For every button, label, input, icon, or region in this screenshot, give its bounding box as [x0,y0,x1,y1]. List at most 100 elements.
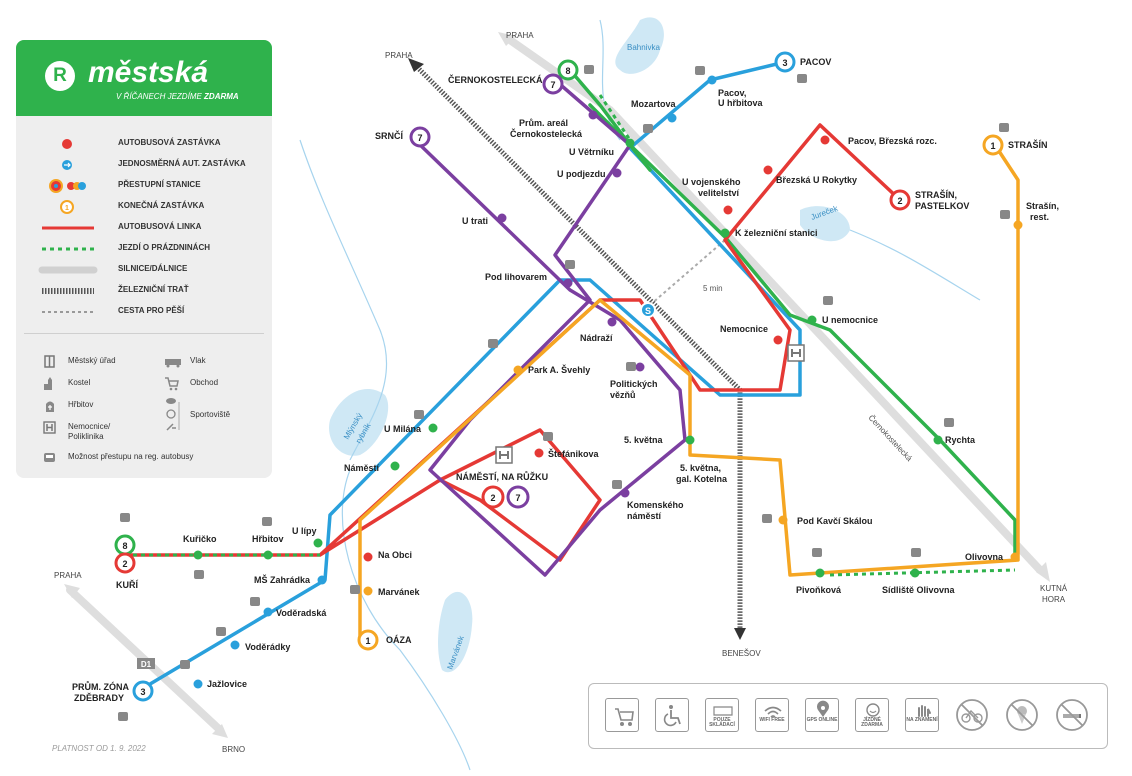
no-smoking-icon [1055,698,1089,732]
mlynsky-water [329,389,389,456]
legend-bus-line: AUTOBUSOVÁ LINKA [42,222,202,231]
terminal-8-cernokostelecka[interactable]: 8 [557,59,579,81]
terminal-2-strasin-pastelkov[interactable]: 2 [889,189,911,211]
no-ice-cream-icon [1005,698,1039,732]
namesti-na-ruzku-label: NÁMĚSTÍ, NA RŮŽKU [456,471,548,482]
no-bicycle-icon [955,698,989,732]
strasin-pastelkov-label-2: PASTELKOV [915,201,969,211]
kuri-label: KUŘÍ [116,579,138,590]
stop-sidliste-olivovna: Sídliště Olivovna [882,585,956,595]
stop-prum-areal-2: Černokostelecká [510,128,583,139]
stop-pod-lihovarem: Pod lihovarem [485,272,547,282]
bus-icon [44,453,55,462]
stop-u-milana: U Milána [384,424,422,434]
terminal-3-zdebrady[interactable]: 3 [132,680,154,702]
stop-u-vojenskeho-1: U vojenského [682,177,741,187]
line-8 [568,68,1017,562]
cernokostelecka-road-label: Černokostelecká [867,413,915,463]
legend-footpath: CESTA PRO PĚŠÍ [42,306,185,315]
stop-pacov-u-hrbitova-2: U hřbitova [718,98,763,108]
terminal-1-strasin[interactable]: 1 [982,134,1004,156]
terminal-1-oaza[interactable]: 1 [357,629,379,651]
water-bodies [329,17,850,673]
train-icon [165,359,181,368]
stop-olivovna: Olivovna [965,552,1004,562]
stop-pod-kavci-skalou: Pod Kavčí Skálou [797,516,873,526]
pedestrian-path [649,239,726,306]
svg-text:1: 1 [990,141,995,151]
stop-u-vojenskeho-2: velitelství [698,188,740,198]
marvanek-water [438,591,473,673]
terminal-2-namesti-na-ruzku[interactable]: 2 [481,485,505,509]
kutna-hora-label-1: KUTNÁ [1040,584,1068,593]
stop-u-podjezdu: U podjezdu [557,169,606,179]
stop-5-kvetna: 5. května [624,435,664,445]
line-7 [413,78,687,577]
stop-u-trati: U trati [462,216,488,226]
benesov-rail-arrow-icon [734,628,746,640]
terminal-7-cernokostelecka[interactable]: 7 [542,73,564,95]
svg-text:2: 2 [122,559,127,569]
bus-lines [123,60,1020,692]
legend-railway: ŽELEZNIČNÍ TRAŤ [42,285,189,294]
town-hall-icon [44,355,55,368]
bahnivka-water [615,17,664,74]
streams [299,19,981,771]
svg-text:2: 2 [490,493,495,503]
amenities-bar: POUZE SKLÁDACÍ WIFI FREE GPS ONLINE JÍZD… [588,683,1108,749]
logo-icon: R [45,61,75,91]
stop-pivonkova: Pivoňková [796,585,842,595]
svg-text:7: 7 [417,133,422,143]
jurecek-water [800,206,850,242]
stop-hrbitov: Hřbitov [252,534,284,544]
cernokostelecka-label: ČERNOKOSTELECKÁ [448,74,543,85]
stop-u-nemocnice: U nemocnice [822,315,878,325]
poliklinika-icon [495,446,513,464]
free-ride-icon: JÍZDNÉ ZDARMA [855,698,889,732]
brno-label: BRNO [222,745,245,754]
stop-strasin-rest-1: Strašín, [1026,201,1059,211]
stop-namesti: Náměstí [344,463,380,473]
line-1 [358,143,1020,642]
zdebrady-label-2: ZDĚBRADY [74,692,124,703]
legend-terminal-stop: 1 KONEČNÁ ZASTÁVKA [16,199,272,217]
terminal-8-kuri[interactable]: 8 [114,534,136,556]
terminal-7-namesti-na-ruzku[interactable]: 7 [506,485,530,509]
brand-tagline: V ŘÍČANECH JEZDÍME ZDARMA [116,92,239,101]
wifi-icon: WIFI FREE [755,698,789,732]
praha-top-label: PRAHA [506,31,534,40]
church-icon [44,377,52,390]
svg-text:1: 1 [365,636,370,646]
stop-komenskeho-2: náměstí [627,511,662,521]
svg-text:7: 7 [550,80,555,90]
railway [408,58,746,640]
stop-nemocnice: Nemocnice [720,324,768,334]
terminal-7-srnci[interactable]: 7 [409,126,431,148]
d1-label: D1 [141,660,152,669]
stop-komenskeho-1: Komenského [627,500,684,510]
hospital-icon [787,344,805,362]
stop-kuricko: Kuřičko [183,534,217,544]
brno-road-arrow-icon [212,724,228,738]
stop-politickych-2: vězňů [610,390,636,400]
stop-pacov-brezska-rozc: Pacov, Březská rozc. [848,136,937,146]
terminal-3-pacov[interactable]: 3 [774,51,796,73]
stop-5-kvetna-kotelna-2: gal. Kotelna [676,474,728,484]
legend-holiday-line: JEZDÍ O PRÁZDNINÁCH [42,243,211,252]
terminal-2-kuri[interactable]: 2 [114,552,136,574]
train-station-icon: S [640,302,656,318]
legend-road: SILNICE/DÁLNICE [38,264,188,274]
praha-road-arrow-icon [498,32,516,46]
svg-text:7: 7 [515,493,520,503]
stop-ms-zahradka: MŠ Zahrádka [254,574,311,585]
svg-text:3: 3 [782,58,787,68]
cash-only-icon: POUZE SKLÁDACÍ [705,698,739,732]
stop-nadrazi: Nádraží [580,333,613,343]
stop-u-vetrniku: U Větrníku [569,147,614,157]
legend-panel: R městská V ŘÍČANECH JEZDÍME ZDARMA AUTO… [16,40,272,478]
stop-stefanikova: Štefánikova [548,448,600,459]
stop-prum-areal-1: Prům. areál [519,118,568,128]
wheelchair-icon [655,698,689,732]
walk-time-label: 5 min [703,284,723,293]
